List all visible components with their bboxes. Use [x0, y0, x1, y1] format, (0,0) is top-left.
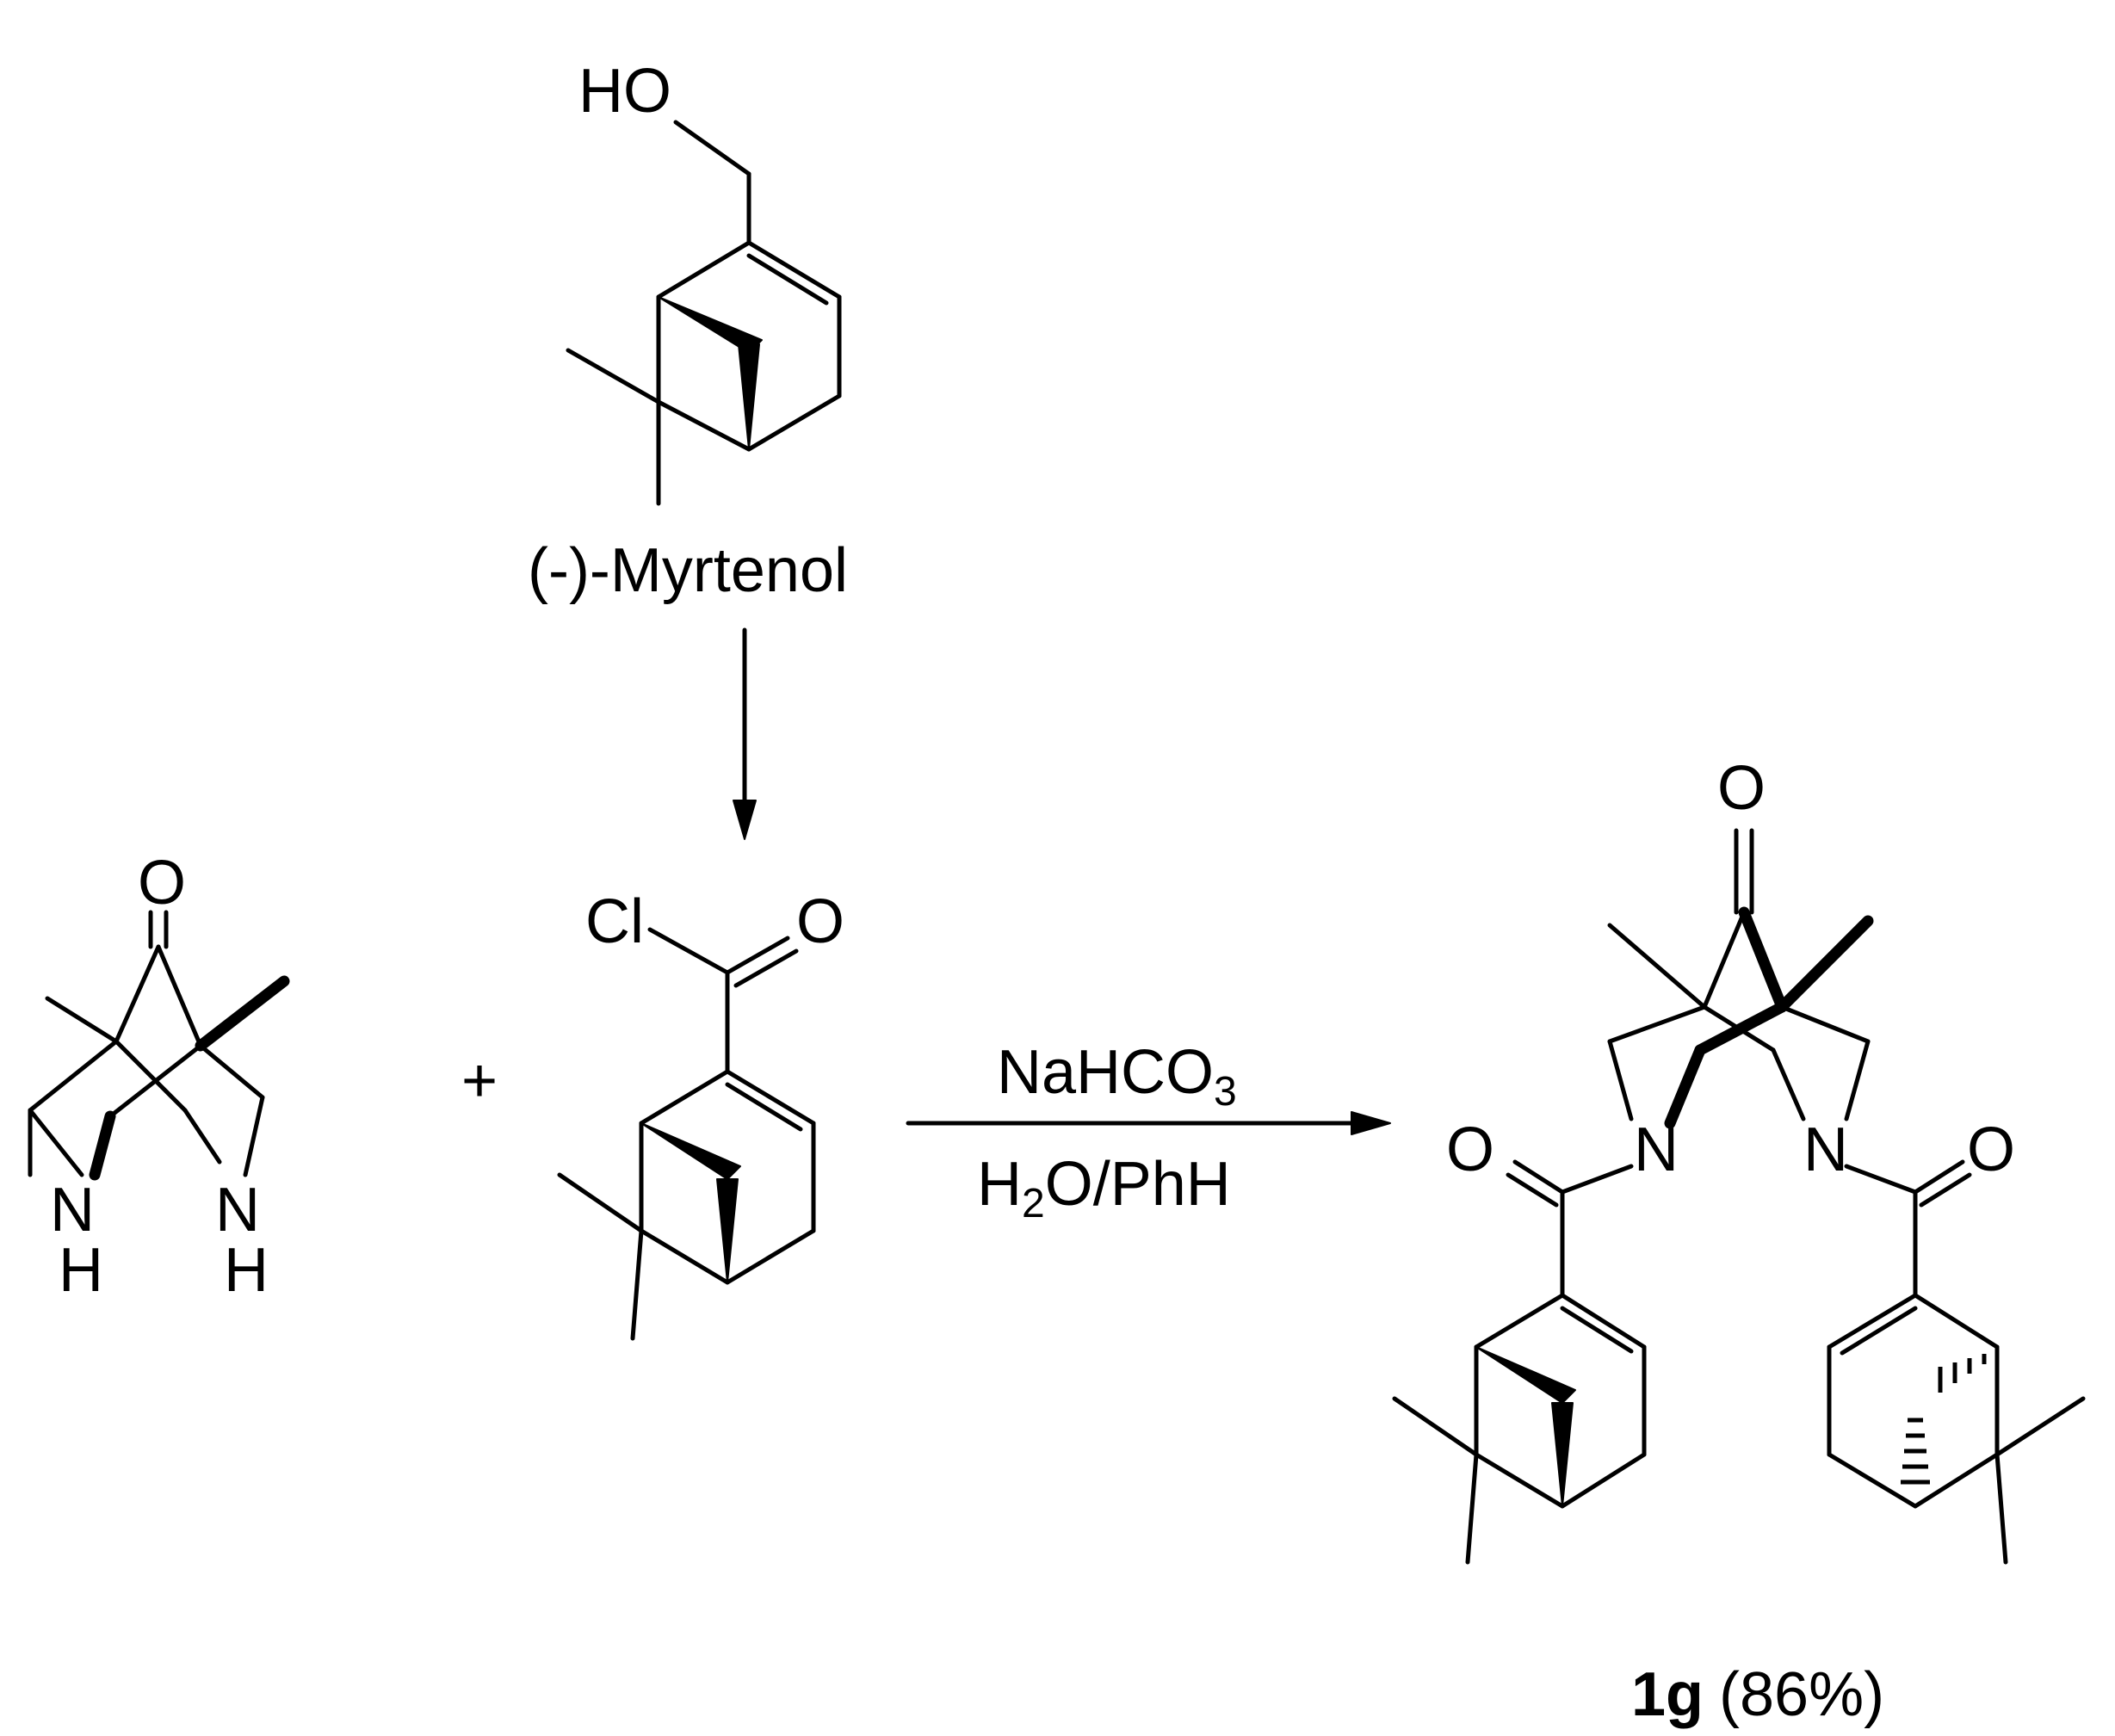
product-n-left: N: [1634, 1115, 1679, 1184]
myrtenol-name: (-)-Myrtenol: [528, 536, 848, 605]
reaction-arrow: NaHCO3 H2O/PhH: [906, 1038, 1391, 1226]
solvent-label: H2O/PhH: [977, 1150, 1231, 1226]
myrtenol-structure: HO (-)-Myrtenol: [528, 57, 848, 605]
diamine-n1: N: [50, 1176, 95, 1245]
oh-label: HO: [578, 57, 671, 126]
arrow-down: [733, 627, 757, 840]
acid-chloride-structure: Cl O: [557, 887, 844, 1341]
compound-label: 1g(86%): [1631, 1660, 1884, 1729]
product-structure: O N N O O: [1392, 754, 2086, 1729]
product-o-right: O: [1967, 1115, 2015, 1184]
diamine-h1: H: [59, 1236, 103, 1305]
cl-label: Cl: [585, 887, 644, 956]
product-n-right: N: [1803, 1115, 1848, 1184]
product-o-top: O: [1717, 754, 1766, 823]
product-o-left: O: [1446, 1115, 1494, 1184]
diamine-structure: O N H N H: [28, 849, 290, 1305]
diamine-h2: H: [224, 1236, 269, 1305]
acid-chloride-o: O: [796, 887, 844, 956]
diamine-n2: N: [215, 1176, 260, 1245]
plus-sign: +: [461, 1047, 498, 1115]
diamine-o: O: [138, 849, 186, 917]
reagent-label: NaHCO3: [997, 1038, 1237, 1115]
